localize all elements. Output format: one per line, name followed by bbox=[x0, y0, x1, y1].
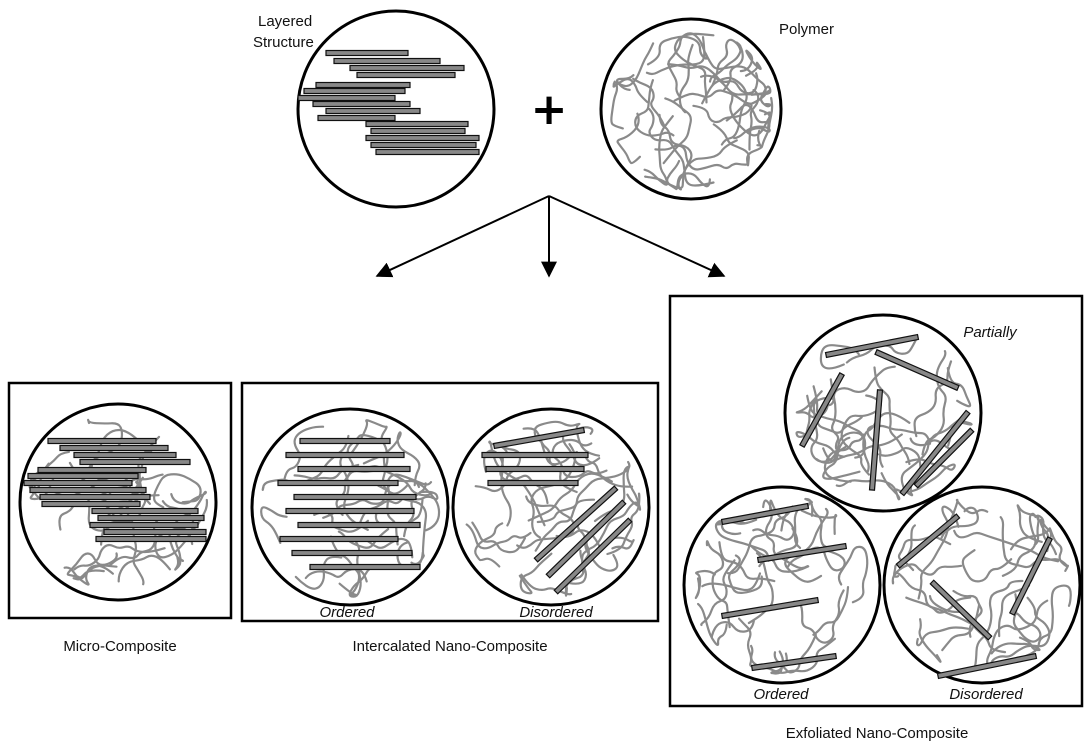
exfoliated-ordered-label: Ordered bbox=[753, 686, 809, 703]
micro-clay-sheet bbox=[98, 516, 204, 521]
intercalated-disordered-group bbox=[453, 409, 649, 605]
layered-clay-sheet bbox=[371, 143, 476, 148]
intercalated-disordered-clay-sheet bbox=[486, 467, 584, 472]
exfoliated-partially-group bbox=[785, 315, 981, 511]
layered-clay-sheet bbox=[313, 102, 410, 107]
intercalated-ordered-clay-sheet bbox=[300, 439, 390, 444]
layered-clay-sheet bbox=[304, 89, 405, 94]
layered-clay-sheet bbox=[350, 66, 464, 71]
intercalated-ordered-clay-sheet bbox=[286, 453, 404, 458]
exfoliated-disordered-label: Disordered bbox=[949, 686, 1023, 703]
micro-clay-sheet bbox=[38, 468, 146, 473]
intercalated-ordered-clay-sheet bbox=[294, 495, 416, 500]
layered-clay-sheet bbox=[376, 150, 479, 155]
micro-clay-sheet bbox=[28, 474, 138, 479]
intercalated-disordered-clay-sheet bbox=[482, 453, 588, 458]
exfoliated-disordered-group bbox=[884, 487, 1080, 683]
exfoliated-ordered-group bbox=[684, 487, 880, 683]
micro-composite-group bbox=[20, 404, 216, 600]
intercalated-disordered-label: Disordered bbox=[519, 604, 593, 621]
micro-clay-sheet bbox=[92, 509, 198, 514]
intercalated-caption: Intercalated Nano-Composite bbox=[352, 638, 547, 655]
intercalated-ordered-clay-sheet bbox=[280, 537, 398, 542]
micro-clay-sheet bbox=[24, 481, 132, 486]
layered-clay-sheet bbox=[334, 59, 440, 64]
plus-sign: + bbox=[531, 84, 568, 135]
layered-clay-sheet bbox=[326, 109, 420, 114]
micro-clay-sheet bbox=[96, 537, 206, 542]
micro-clay-sheet bbox=[90, 523, 198, 528]
micro-clay-sheet bbox=[60, 446, 168, 451]
micro-clay-sheet bbox=[42, 502, 140, 507]
layered-label-line1: Layered bbox=[258, 13, 312, 30]
layered-clay-sheet bbox=[366, 122, 468, 127]
polymer-group bbox=[601, 19, 781, 199]
micro-clay-sheet bbox=[74, 453, 176, 458]
layered-label-line2: Structure bbox=[253, 34, 314, 51]
intercalated-disordered-clay-sheet bbox=[488, 481, 578, 486]
exfoliated-partially-label: Partially bbox=[963, 324, 1018, 341]
branching-arrows bbox=[377, 196, 724, 276]
intercalated-ordered-clay-sheet bbox=[310, 565, 420, 570]
layered-clay-sheet bbox=[371, 129, 465, 134]
intercalated-ordered-clay-sheet bbox=[286, 509, 414, 514]
micro-clay-sheet bbox=[48, 439, 156, 444]
layered-clay-sheet bbox=[326, 51, 408, 56]
micro-clay-sheet bbox=[40, 495, 150, 500]
intercalated-ordered-clay-sheet bbox=[292, 551, 412, 556]
micro-clay-sheet bbox=[104, 530, 206, 535]
intercalated-ordered-clay-sheet bbox=[298, 467, 410, 472]
micro-clay-sheet bbox=[30, 488, 146, 493]
arrow-right bbox=[549, 196, 724, 276]
layered-clay-sheet bbox=[366, 136, 479, 141]
intercalated-ordered-clay-sheet bbox=[298, 523, 420, 528]
layered-clay-sheet bbox=[318, 116, 395, 121]
intercalated-ordered-clay-sheet bbox=[278, 481, 398, 486]
exfoliated-caption: Exfoliated Nano-Composite bbox=[786, 725, 969, 742]
intercalated-ordered-group bbox=[252, 409, 448, 605]
layered-clay-sheet bbox=[316, 83, 410, 88]
micro-composite-caption: Micro-Composite bbox=[63, 638, 176, 655]
layered-clay-sheet bbox=[357, 73, 455, 78]
intercalated-ordered-label: Ordered bbox=[319, 604, 375, 621]
exfoliated-disordered-circle bbox=[884, 487, 1080, 683]
micro-clay-sheet bbox=[80, 460, 190, 465]
layered-clay-sheet bbox=[298, 96, 395, 101]
layered-structure-group bbox=[298, 11, 494, 207]
polymer-label: Polymer bbox=[779, 21, 834, 38]
